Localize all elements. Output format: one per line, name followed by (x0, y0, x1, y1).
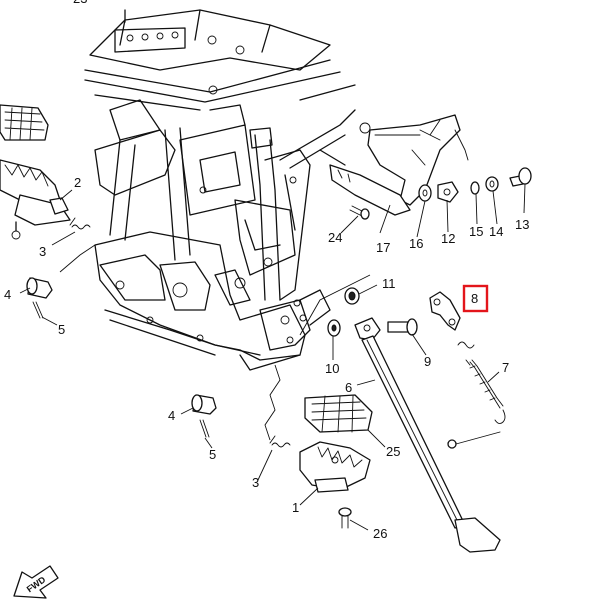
callout-5: 5 (58, 322, 65, 337)
left-footrest-assembly (0, 104, 71, 240)
bolt-9 (387, 318, 418, 336)
callout-6: 6 (345, 380, 352, 395)
nut-11 (344, 287, 360, 305)
callout-10: 10 (325, 361, 339, 376)
spring-3-upper (69, 217, 91, 230)
callout-25: 25 (386, 444, 400, 459)
forward-direction-badge: FWD (13, 565, 59, 599)
callout-4: 4 (4, 287, 11, 302)
highlight-box (462, 284, 489, 313)
callout-23: 23 (73, 0, 87, 6)
bolt-24 (349, 205, 370, 220)
nut-10 (327, 319, 341, 337)
bolt-26 (338, 507, 352, 529)
callout-2: 2 (74, 175, 81, 190)
callout-17: 17 (376, 240, 390, 255)
callout-5-lower: 5 (209, 447, 216, 462)
callout-labels: 23 2 3 4 5 24 17 16 12 15 14 13 11 8 10 … (4, 0, 529, 541)
callout-14: 14 (489, 224, 503, 239)
callout-26: 26 (373, 526, 387, 541)
callout-9: 9 (424, 354, 431, 369)
callout-4-lower: 4 (168, 408, 175, 423)
pin-4-lower (191, 394, 217, 415)
callout-1: 1 (292, 500, 299, 515)
callout-24: 24 (328, 230, 342, 245)
cotter-5-upper (32, 301, 44, 319)
spring-7 (457, 341, 506, 425)
callout-12: 12 (441, 231, 455, 246)
cotter-5-lower (199, 419, 210, 438)
side-stand-6 (354, 317, 501, 553)
callout-13: 13 (515, 217, 529, 232)
leader-lines (19, 183, 526, 531)
frame-drawing (84, 9, 356, 371)
callout-15: 15 (469, 224, 483, 239)
right-footrest-bracket (319, 114, 469, 216)
callout-16: 16 (409, 236, 423, 251)
callout-11: 11 (382, 276, 396, 291)
callout-3-lower: 3 (252, 475, 259, 490)
callout-3: 3 (39, 244, 46, 259)
pivot-hardware (418, 167, 532, 203)
pin-4-upper (26, 277, 53, 299)
callout-7: 7 (502, 360, 509, 375)
spring-3-lower (269, 435, 291, 448)
callout-8[interactable]: 8 (471, 291, 478, 306)
right-footrest-1 (299, 394, 373, 493)
spring-hook-bracket-8 (429, 291, 461, 331)
